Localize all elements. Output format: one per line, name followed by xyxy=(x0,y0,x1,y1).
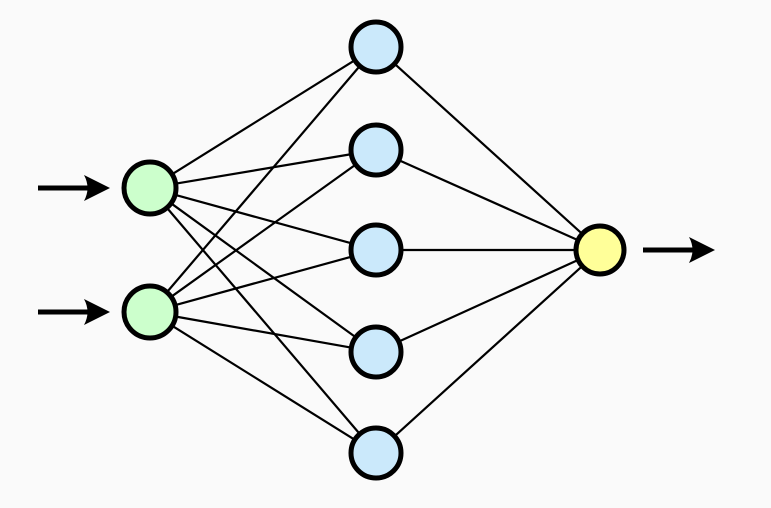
input-node-2[interactable] xyxy=(121,283,179,341)
edge-i2-h1 xyxy=(165,64,362,295)
hidden-node-3[interactable] xyxy=(348,222,404,278)
edge-h4-o1 xyxy=(396,258,581,344)
output-layer xyxy=(573,223,627,277)
edge-i1-h4 xyxy=(169,201,358,339)
edge-i1-h2 xyxy=(173,152,354,185)
hidden-node-4[interactable] xyxy=(348,324,404,380)
input-arrow-1 xyxy=(38,175,110,201)
output-arrow-1-head xyxy=(689,237,715,263)
output-arrow-1 xyxy=(643,237,715,263)
edge-i2-h4 xyxy=(173,315,354,349)
input-arrow-2-head xyxy=(84,299,110,325)
hidden-node-1[interactable] xyxy=(348,19,404,75)
hidden-node-5[interactable] xyxy=(348,425,404,481)
input-layer xyxy=(121,159,179,341)
input-node-1[interactable] xyxy=(121,159,179,217)
output-node-1[interactable] xyxy=(573,223,627,277)
edge-i1-h1 xyxy=(170,58,357,176)
hidden-layer xyxy=(348,19,404,481)
nodes-group xyxy=(121,19,627,481)
edge-h2-o1 xyxy=(396,158,581,242)
edge-h5-o1 xyxy=(392,264,585,438)
io-arrows-group xyxy=(38,175,715,325)
input-arrow-1-head xyxy=(84,175,110,201)
edges-group xyxy=(165,58,585,442)
edge-i2-h5 xyxy=(170,324,357,442)
input-arrow-2 xyxy=(38,299,110,325)
edge-i1-h3 xyxy=(173,193,354,245)
edge-h1-o1 xyxy=(392,62,585,236)
edge-i2-h2 xyxy=(169,162,358,299)
edge-i2-h3 xyxy=(173,255,354,307)
hidden-node-2[interactable] xyxy=(348,122,404,178)
edge-i1-h5 xyxy=(165,205,362,436)
